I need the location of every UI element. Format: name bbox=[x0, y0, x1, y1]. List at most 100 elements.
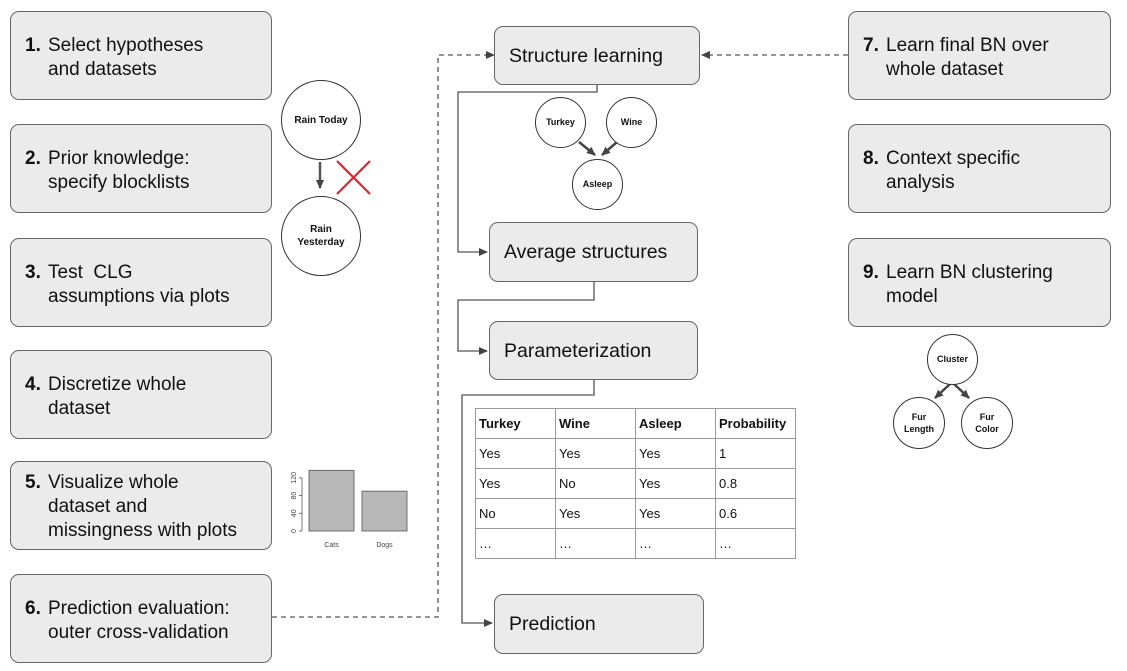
table-cell: … bbox=[635, 528, 716, 559]
step-text-line: missingness with plots bbox=[48, 520, 238, 541]
prediction-label: Prediction bbox=[509, 613, 596, 635]
step-number: 6. bbox=[25, 598, 41, 619]
step-text-line: Prior knowledge: bbox=[48, 148, 190, 169]
step-text-line: Prediction evaluation: bbox=[48, 598, 230, 619]
step-9-box: 9. Learn BN clustering model bbox=[848, 238, 1111, 327]
table-row: Yes No Yes 0.8 bbox=[475, 468, 796, 499]
arrow-cluster-furcolor bbox=[953, 383, 970, 399]
step-text-line: Discretize whole bbox=[48, 374, 187, 395]
column-header: Wine bbox=[555, 408, 636, 439]
prediction-box: Prediction bbox=[494, 594, 704, 654]
fur-length-label: Length bbox=[904, 424, 934, 434]
structure-learning-label: Structure learning bbox=[509, 44, 663, 67]
step-number: 9. bbox=[863, 262, 879, 283]
parameterization-box: Parameterization bbox=[489, 321, 698, 380]
step-text-line: whole dataset bbox=[886, 59, 1004, 80]
table-cell: Yes bbox=[555, 498, 636, 529]
step-number: 5. bbox=[25, 472, 41, 493]
column-header: Probability bbox=[715, 408, 796, 439]
step-text-line: Learn BN clustering bbox=[886, 262, 1053, 283]
fur-length-label: Fur bbox=[911, 412, 927, 422]
table-cell: 0.8 bbox=[715, 468, 796, 499]
table-cell: … bbox=[555, 528, 636, 559]
turkey-node: Turkey bbox=[535, 97, 586, 148]
turkey-label: Turkey bbox=[546, 117, 575, 127]
step-text-line: outer cross-validation bbox=[48, 622, 229, 643]
dashed-arrow-cv bbox=[272, 51, 495, 618]
table-row: Yes Yes Yes 1 bbox=[475, 438, 796, 469]
parameterization-label: Parameterization bbox=[504, 339, 652, 362]
wine-label: Wine bbox=[620, 117, 643, 127]
average-structures-label: Average structures bbox=[504, 241, 668, 263]
table-cell: No bbox=[475, 498, 556, 529]
step-number: 7. bbox=[863, 35, 879, 56]
category-label: Dogs bbox=[376, 542, 393, 549]
step-text-line: Test CLG bbox=[48, 262, 133, 283]
step-number: 2. bbox=[25, 148, 41, 169]
table-cell: Yes bbox=[475, 468, 556, 499]
bar bbox=[361, 490, 408, 532]
probability-table: Turkey Wine Asleep Probability Yes Yes Y… bbox=[475, 408, 796, 559]
table-cell: Yes bbox=[475, 438, 556, 469]
column-header: Asleep bbox=[635, 408, 716, 439]
rain-today-label: Rain Today bbox=[294, 114, 348, 126]
step-8-box: 8. Context specific analysis bbox=[848, 124, 1111, 213]
arrow-wine-asleep bbox=[601, 141, 618, 156]
fur-color-label: Fur bbox=[979, 412, 995, 422]
table-header-row: Turkey Wine Asleep Probability bbox=[475, 408, 796, 439]
column-header: Turkey bbox=[475, 408, 556, 439]
rain-yesterday-label: Yesterday bbox=[297, 237, 345, 248]
step-number: 3. bbox=[25, 262, 41, 283]
asleep-node: Asleep bbox=[572, 159, 623, 210]
arrow-structure-to-average bbox=[457, 85, 598, 256]
structure-learning-box: Structure learning bbox=[494, 26, 700, 85]
step-1-box: 1. Select hypotheses and datasets bbox=[10, 11, 272, 100]
table-cell: 1 bbox=[715, 438, 796, 469]
table-cell: 0.6 bbox=[715, 498, 796, 529]
average-structures-box: Average structures bbox=[489, 222, 698, 282]
step-text-line: analysis bbox=[886, 172, 955, 193]
arrow-param-to-prediction bbox=[461, 380, 595, 627]
cluster-label: Cluster bbox=[936, 354, 968, 364]
step-text-line: Visualize whole bbox=[48, 472, 179, 493]
table-cell: Yes bbox=[635, 438, 716, 469]
category-label: Cats bbox=[324, 542, 339, 549]
step-2-box: 2. Prior knowledge: specify blocklists bbox=[10, 124, 272, 213]
arrow-turkey-asleep bbox=[578, 141, 596, 156]
y-tick-label: 40 bbox=[291, 509, 298, 517]
step-5-box: 5. Visualize whole dataset and missingne… bbox=[10, 461, 272, 550]
step-text-line: Learn final BN over bbox=[886, 35, 1049, 56]
table-row: … … … … bbox=[475, 528, 796, 559]
step-text-line: assumptions via plots bbox=[48, 286, 230, 307]
arrow-cluster-furlength bbox=[934, 383, 951, 399]
step-4-box: 4. Discretize whole dataset bbox=[10, 350, 272, 439]
step-number: 4. bbox=[25, 374, 41, 395]
table-cell: Yes bbox=[635, 498, 716, 529]
step-text-line: dataset bbox=[48, 398, 111, 419]
table-cell: Yes bbox=[555, 438, 636, 469]
table-row: No Yes Yes 0.6 bbox=[475, 498, 796, 529]
y-tick-label: 0 bbox=[291, 529, 298, 533]
rain-yesterday-label: Rain bbox=[310, 224, 332, 235]
step-7-box: 7. Learn final BN over whole dataset bbox=[848, 11, 1111, 100]
step-text-line: specify blocklists bbox=[48, 172, 190, 193]
step-3-box: 3. Test CLG assumptions via plots bbox=[10, 238, 272, 327]
step-number: 1. bbox=[25, 35, 41, 56]
rain-today-node: Rain Today bbox=[281, 80, 361, 160]
bar bbox=[308, 469, 355, 532]
step-text-line: and datasets bbox=[48, 59, 157, 80]
table-cell: Yes bbox=[635, 468, 716, 499]
arrow-average-to-param bbox=[457, 282, 595, 355]
fur-length-node: Fur Length bbox=[893, 397, 945, 449]
table-cell: … bbox=[715, 528, 796, 559]
table-cell: … bbox=[475, 528, 556, 559]
wine-node: Wine bbox=[606, 97, 657, 148]
y-tick-label: 120 bbox=[291, 472, 298, 484]
step-text-line: Select hypotheses bbox=[48, 35, 204, 56]
rain-yesterday-node: Rain Yesterday bbox=[281, 196, 361, 276]
fur-color-node: Fur Color bbox=[961, 397, 1013, 449]
step-number: 8. bbox=[863, 148, 879, 169]
fur-color-label: Color bbox=[975, 424, 999, 434]
